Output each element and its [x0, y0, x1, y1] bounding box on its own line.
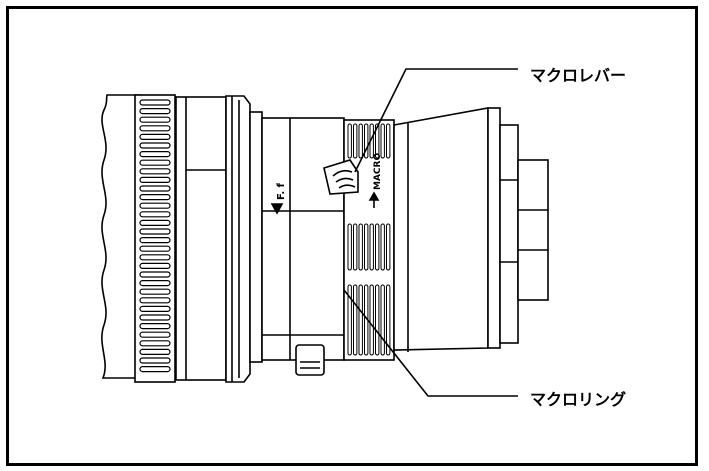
macro-marking-text: MACRO — [373, 153, 383, 190]
knurl-groove — [139, 348, 171, 355]
knurl-groove — [139, 262, 171, 269]
lens-body-cut — [101, 94, 141, 379]
knurl-groove — [139, 194, 171, 201]
ring-groove — [353, 123, 358, 159]
ring-groove — [386, 223, 391, 271]
ring-groove — [353, 284, 358, 356]
knurl-groove — [139, 185, 171, 192]
knurl-groove — [139, 314, 171, 321]
ring-groove — [364, 223, 369, 271]
knurl-groove — [139, 357, 171, 364]
ring-groove — [375, 284, 380, 356]
ring-groove — [358, 223, 363, 271]
leader-line-lever — [354, 68, 518, 173]
knurl-groove — [139, 125, 171, 132]
mount-bayonet — [517, 159, 549, 301]
ring-groove — [347, 123, 352, 159]
knurl-groove — [139, 297, 171, 304]
ring-groove — [380, 223, 385, 271]
ring-groove — [386, 123, 391, 159]
knurl-groove — [139, 280, 171, 287]
knurl-groove — [139, 245, 171, 252]
focus-index-mark — [270, 203, 284, 215]
ring-groove — [386, 284, 391, 356]
knurl-groove — [139, 202, 171, 209]
knurl-groove — [139, 133, 171, 140]
knurl-groove — [139, 168, 171, 175]
macro-lever-label: マクロレバー — [530, 66, 627, 85]
step-ring — [249, 111, 263, 363]
knurl-groove — [139, 228, 171, 235]
macro-ring-label: マクロリング — [530, 390, 627, 409]
knurl-groove — [139, 99, 171, 106]
ring-groove — [353, 223, 358, 271]
knurl-groove — [139, 366, 171, 373]
knurl-groove — [139, 237, 171, 244]
mount-flange — [487, 107, 501, 349]
knurl-groove — [139, 271, 171, 278]
front-barrel — [175, 96, 227, 381]
focus-ring-grooves — [139, 99, 171, 373]
front-flange — [225, 95, 251, 383]
ring-groove — [380, 123, 385, 159]
ring-groove — [375, 223, 380, 271]
knurl-groove — [139, 323, 171, 330]
knurl-groove — [139, 305, 171, 312]
knurl-groove — [139, 142, 171, 149]
knurl-groove — [139, 288, 171, 295]
knurl-groove — [139, 254, 171, 261]
knurl-groove — [139, 331, 171, 338]
knurl-groove — [139, 151, 171, 158]
ring-groove — [380, 284, 385, 356]
ring-groove — [358, 284, 363, 356]
knurl-groove — [139, 219, 171, 226]
ring-groove — [347, 223, 352, 271]
knurl-groove — [139, 116, 171, 123]
knurl-groove — [139, 176, 171, 183]
ring-groove — [358, 123, 363, 159]
knurl-groove — [139, 340, 171, 347]
lock-knob — [295, 344, 325, 376]
ring-groove — [369, 284, 374, 356]
macro-ring-grooves — [347, 123, 391, 356]
knurl-groove — [139, 159, 171, 166]
leader-line-ring — [343, 289, 518, 397]
focus-mark-text: F. f — [276, 182, 287, 200]
macro-ring-body — [343, 119, 395, 361]
ring-groove — [347, 284, 352, 356]
ring-groove — [375, 123, 380, 159]
ring-groove — [369, 223, 374, 271]
knurl-groove — [139, 107, 171, 115]
center-barrel — [261, 117, 345, 361]
knurl-groove — [139, 211, 171, 218]
